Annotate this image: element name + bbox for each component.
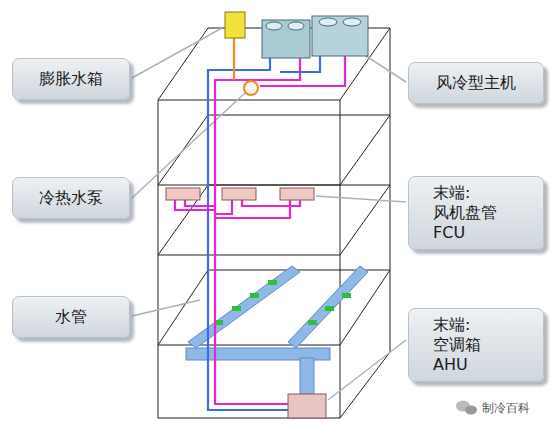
watermark: 制冷百科 <box>480 400 532 417</box>
callout-text: 膨胀水箱 <box>39 69 103 89</box>
callout-text: 水管 <box>55 307 87 327</box>
callout-text: 末端: 空调箱 AHU <box>433 315 513 375</box>
callout-text: 冷热水泵 <box>39 188 103 208</box>
callout-text: 风冷型主机 <box>436 73 516 93</box>
callout-text: 末端: 风机盘管 FCU <box>433 183 513 243</box>
callout-box: 水管 <box>12 296 130 338</box>
callout-box: 风冷型主机 <box>408 62 544 104</box>
callout-box: 末端: 空调箱 AHU <box>408 308 544 382</box>
callout-box: 膨胀水箱 <box>12 58 130 100</box>
callout-box: 冷热水泵 <box>12 177 130 219</box>
callout-box: 末端: 风机盘管 FCU <box>408 176 544 250</box>
